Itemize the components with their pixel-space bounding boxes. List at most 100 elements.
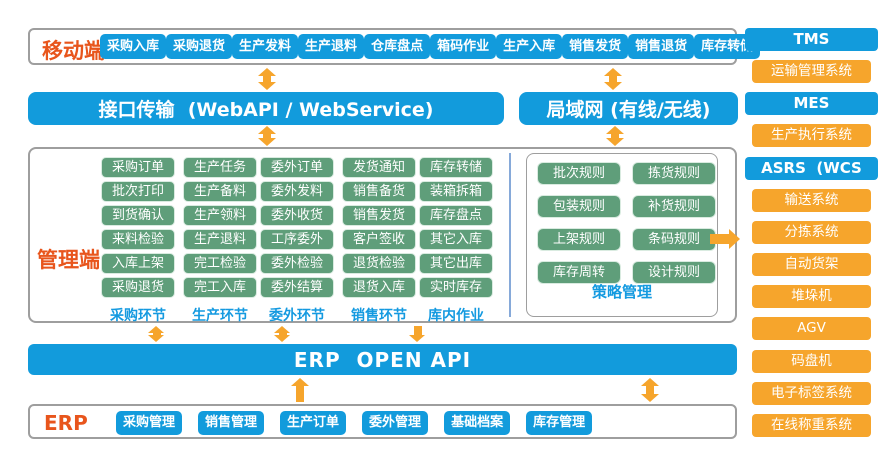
section-divider — [509, 153, 511, 317]
column-footer-label: 生产环节 — [192, 308, 248, 324]
management-module-button: 销售备货 — [342, 181, 416, 202]
strategy-rule-button: 补货规则 — [632, 195, 716, 218]
management-module-button: 委外收货 — [260, 205, 334, 226]
management-module-button: 完工检验 — [183, 253, 257, 274]
external-system-item: MES — [745, 92, 878, 116]
outsourcing-column: 委外订单委外发料委外收货工序委外委外检验委外结算 — [260, 157, 334, 298]
erp-module-button: 委外管理 — [362, 411, 429, 435]
external-system-item: ASRS (WCS — [745, 156, 878, 180]
external-system-item: 分拣系统 — [752, 220, 871, 244]
management-module-button: 完工入库 — [183, 277, 257, 298]
sales-column: 发货通知销售备货销售发货客户签收退货检验退货入库 — [342, 157, 416, 298]
external-system-item: 码盘机 — [752, 349, 871, 373]
erp-module-button: 销售管理 — [198, 411, 265, 435]
strategy-grid: 批次规则拣货规则包装规则补货规则上架规则条码规则库存周转设计规则 — [537, 162, 716, 284]
strategy-rule-button: 拣货规则 — [632, 162, 716, 185]
external-system-item: 电子标签系统 — [752, 381, 871, 405]
lan-bar: 局域网 (有线/无线) — [519, 92, 738, 125]
management-module-button: 退货入库 — [342, 277, 416, 298]
strategy-rule-button: 库存周转 — [537, 261, 621, 284]
management-section-label: 管理端 — [37, 248, 100, 272]
management-module-button: 其它出库 — [419, 253, 493, 274]
management-module-button: 入库上架 — [101, 253, 175, 274]
management-module-button: 生产备料 — [183, 181, 257, 202]
management-module-button: 采购退货 — [101, 277, 175, 298]
external-system-item: AGV — [752, 317, 871, 341]
erp-section-box: ERP 采购管理销售管理生产订单委外管理基础档案库存管理 — [28, 404, 737, 439]
external-system-item: 堆垛机 — [752, 285, 871, 309]
mobile-module-button: 箱码作业 — [430, 34, 497, 59]
double-arrow-vertical — [274, 326, 292, 342]
management-module-button: 委外检验 — [260, 253, 334, 274]
down-arrow — [409, 326, 427, 342]
management-module-button: 实时库存 — [419, 277, 493, 298]
external-system-item: 生产执行系统 — [752, 124, 871, 148]
management-module-button: 批次打印 — [101, 181, 175, 202]
up-arrow — [291, 378, 309, 402]
management-module-button: 到货确认 — [101, 205, 175, 226]
strategy-rule-button: 批次规则 — [537, 162, 621, 185]
double-arrow-vertical — [258, 126, 276, 146]
erp-section-label: ERP — [44, 411, 88, 435]
mobile-button-row: 采购入库采购退货生产发料生产退料仓库盘点箱码作业生产入库销售发货销售退货库存转储 — [100, 34, 761, 59]
column-footer-label: 采购环节 — [110, 308, 166, 324]
erp-module-button: 采购管理 — [116, 411, 183, 435]
management-module-button: 委外发料 — [260, 181, 334, 202]
erp-module-button: 生产订单 — [280, 411, 347, 435]
erp-module-button: 库存管理 — [526, 411, 593, 435]
erp-button-row: 采购管理销售管理生产订单委外管理基础档案库存管理 — [116, 411, 689, 435]
erp-module-button: 基础档案 — [444, 411, 511, 435]
external-system-item: 运输管理系统 — [752, 60, 871, 84]
api-transport-bar-label: 接口传输 (WebAPI / WebService) — [98, 99, 434, 121]
management-module-button: 来料检验 — [101, 229, 175, 250]
mobile-section-box: 移动端 采购入库采购退货生产发料生产退料仓库盘点箱码作业生产入库销售发货销售退货… — [28, 28, 761, 65]
strategy-rule-button: 设计规则 — [632, 261, 716, 284]
production-column: 生产任务生产备料生产领料生产退料完工检验完工入库 — [183, 157, 257, 298]
management-module-button: 客户签收 — [342, 229, 416, 250]
management-module-button: 委外订单 — [260, 157, 334, 178]
mobile-module-button: 生产退料 — [298, 34, 365, 59]
management-module-button: 退货检验 — [342, 253, 416, 274]
mobile-module-button: 仓库盘点 — [364, 34, 431, 59]
external-system-item: TMS — [745, 28, 878, 51]
erp-open-api-label: ERP OPEN API — [293, 347, 472, 372]
external-systems-panel: TMS 运输管理系统 MES 生产执行系统 ASRS (WCS 输送系统分拣系统自动货架堆… — [745, 28, 878, 437]
double-arrow-vertical — [606, 126, 624, 146]
external-system-item: 自动货架 — [752, 253, 871, 277]
mobile-module-button: 销售退货 — [628, 34, 695, 59]
lan-bar-label: 局域网 (有线/无线) — [546, 99, 711, 121]
mobile-module-button: 生产入库 — [496, 34, 563, 59]
management-module-button: 销售发货 — [342, 205, 416, 226]
external-system-item: 输送系统 — [752, 188, 871, 212]
management-module-button: 生产退料 — [183, 229, 257, 250]
right-arrow — [710, 229, 740, 249]
management-module-button: 委外结算 — [260, 277, 334, 298]
api-transport-bar: 接口传输 (WebAPI / WebService) — [28, 92, 504, 125]
strategy-rule-button: 上架规则 — [537, 228, 621, 251]
management-module-button: 生产任务 — [183, 157, 257, 178]
strategy-rule-button: 条码规则 — [632, 228, 716, 251]
management-module-button: 库存转储 — [419, 157, 493, 178]
management-module-button: 其它入库 — [419, 229, 493, 250]
column-footer-label: 库内作业 — [428, 308, 484, 324]
management-module-button: 装箱拆箱 — [419, 181, 493, 202]
management-module-button: 发货通知 — [342, 157, 416, 178]
warehouse-column: 库存转储装箱拆箱库存盘点其它入库其它出库实时库存 — [419, 157, 493, 298]
management-module-button: 库存盘点 — [419, 205, 493, 226]
purchase-column: 采购订单批次打印到货确认来料检验入库上架采购退货 — [101, 157, 175, 298]
management-module-button: 采购订单 — [101, 157, 175, 178]
strategy-footer-label: 策略管理 — [591, 283, 652, 301]
erp-open-api-bar: ERP OPEN API — [28, 344, 737, 375]
column-footer-label: 销售环节 — [351, 308, 407, 324]
management-section-box: 管理端 采购订单批次打印到货确认来料检验入库上架采购退货 采购环节 生产任务生产… — [28, 147, 737, 324]
strategy-section-box: 批次规则拣货规则包装规则补货规则上架规则条码规则库存周转设计规则 策略管理 — [526, 153, 718, 317]
mobile-module-button: 生产发料 — [232, 34, 299, 59]
mobile-module-button: 采购入库 — [100, 34, 167, 59]
mobile-module-button: 采购退货 — [166, 34, 233, 59]
management-module-button: 生产领料 — [183, 205, 257, 226]
strategy-rule-button: 包装规则 — [537, 195, 621, 218]
double-arrow-vertical — [604, 68, 622, 90]
column-footer-label: 委外环节 — [269, 308, 325, 324]
mobile-module-button: 销售发货 — [562, 34, 629, 59]
double-arrow-vertical — [258, 68, 276, 90]
